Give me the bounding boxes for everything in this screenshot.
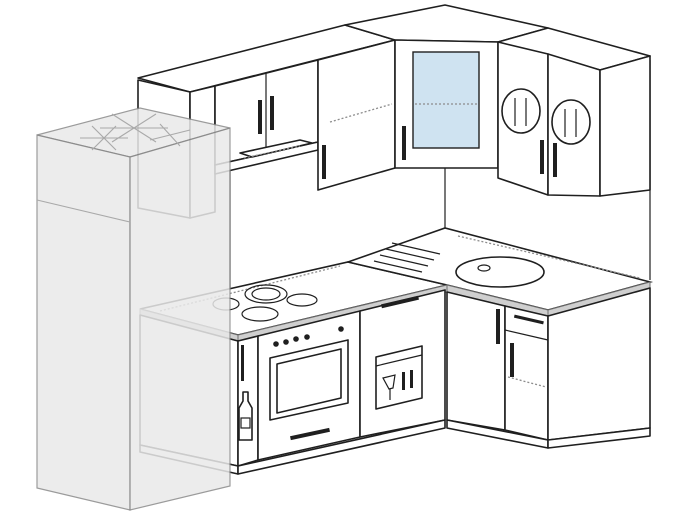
bottle-icon xyxy=(238,391,253,441)
fork-knife-icon xyxy=(551,99,591,145)
sink xyxy=(373,242,545,288)
oven-handle xyxy=(290,427,330,441)
dishwasher-handle xyxy=(381,295,419,309)
oven-knobs xyxy=(273,326,344,347)
upper-cabinets-right xyxy=(497,27,651,197)
glass-door-pane xyxy=(412,51,480,149)
drawer-handle xyxy=(513,314,544,325)
door-handle xyxy=(322,145,326,179)
door-handle xyxy=(553,143,557,177)
refrigerator xyxy=(36,107,231,511)
upper-cabinet-tall xyxy=(317,39,396,191)
door-handle xyxy=(510,343,514,377)
door-handle xyxy=(258,100,262,134)
base-cabinets-right xyxy=(446,287,651,449)
snowflake-icon xyxy=(80,113,191,151)
sink-bowl xyxy=(455,256,545,288)
door-handle xyxy=(402,126,406,160)
range-hood xyxy=(239,139,313,158)
door-handle xyxy=(270,96,274,130)
wine-glass-icon xyxy=(375,345,423,410)
door-handle xyxy=(540,140,544,174)
door-handle xyxy=(496,309,500,344)
door-handle xyxy=(241,345,244,381)
fork-knife-icon xyxy=(501,88,541,134)
